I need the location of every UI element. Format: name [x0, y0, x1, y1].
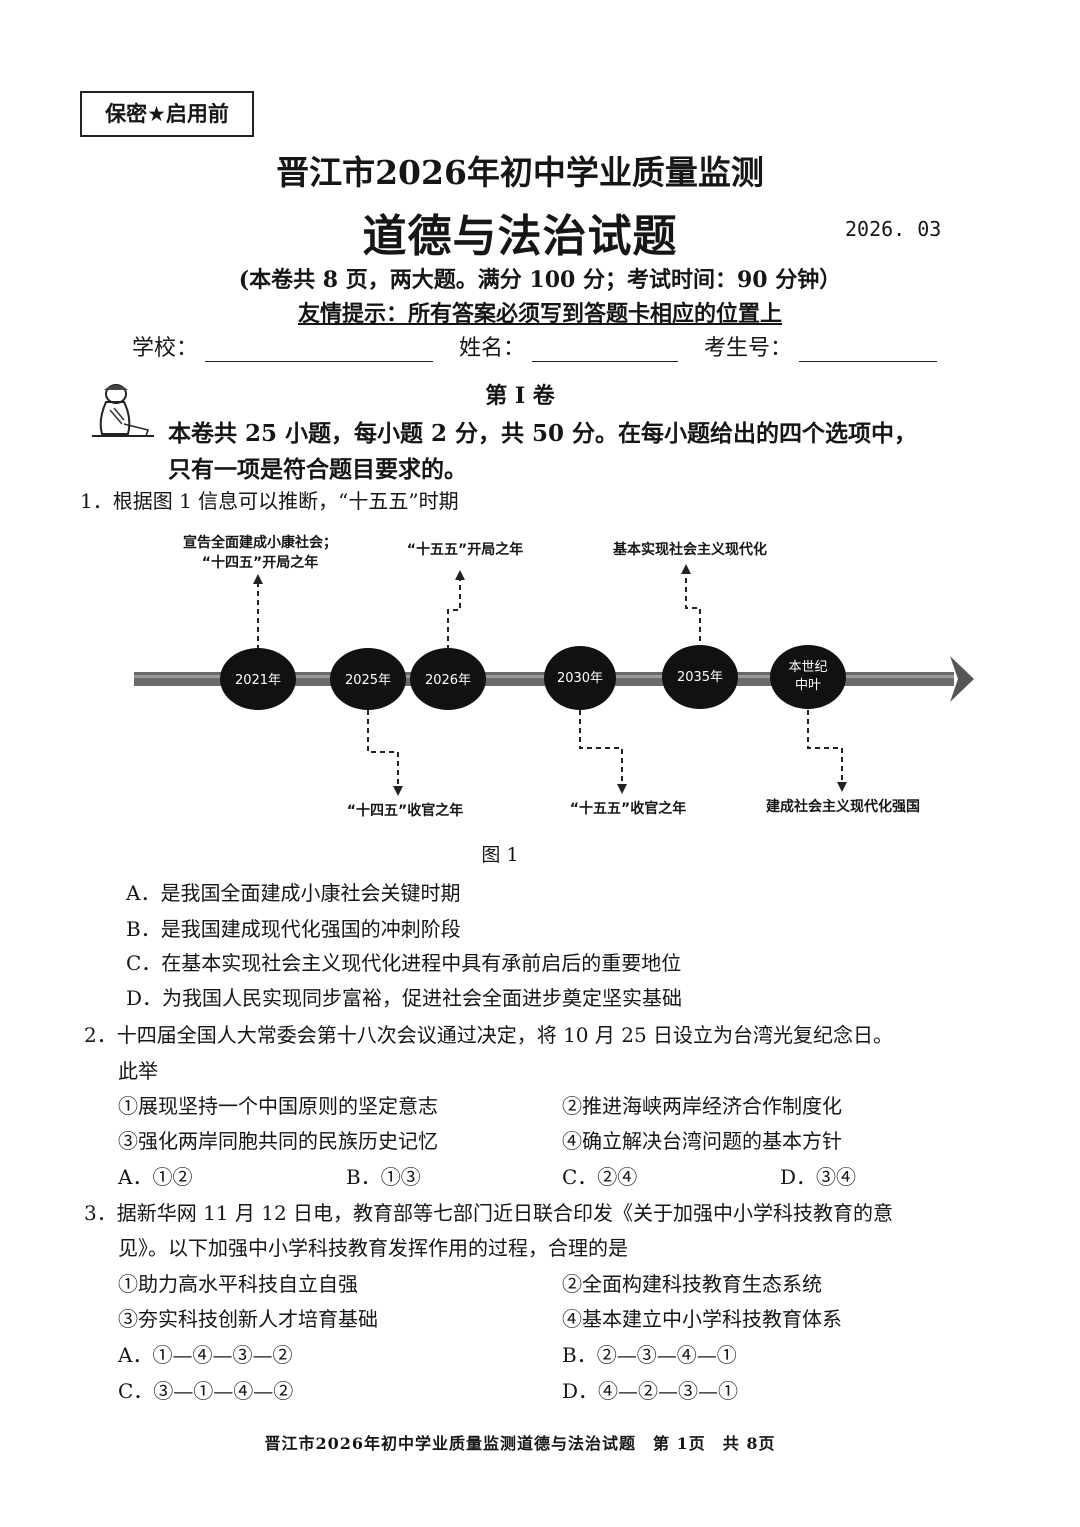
q2-option-b[interactable]: B．①③ [346, 1165, 421, 1189]
q3-option-c[interactable]: C．③—①—④—② [118, 1379, 294, 1403]
friendly-tip-text: 友情提示：所有答案必须写到答题卡相应的位置上 [297, 301, 782, 327]
q1-option-a[interactable]: A．是我国全面建成小康社会关键时期 [126, 881, 461, 905]
node-mid-century [770, 645, 846, 709]
q2-item-3: ③强化两岸同胞共同的民族历史记忆 [118, 1129, 438, 1153]
node-label-2026: 2026年 [425, 673, 471, 688]
q1-option-d[interactable]: D．为我国人民实现同步富裕，促进社会全面进步奠定坚实基础 [126, 986, 683, 1010]
q2-option-d[interactable]: D．③④ [780, 1165, 857, 1189]
reader-illustration-icon [92, 384, 154, 437]
q2-option-a[interactable]: A．①② [118, 1165, 193, 1189]
timeline-label-2030: “十五五”收官之年 [569, 801, 687, 817]
q2-item-4: ④确立解决台湾问题的基本方针 [562, 1129, 842, 1153]
timeline-label-2025: “十四五”收官之年 [346, 803, 464, 819]
timeline-label-2021-line1: 宣告全面建成小康社会； [183, 535, 337, 551]
section-heading: 第 I 卷 [485, 383, 555, 409]
q3-item-2: ②全面构建科技教育生态系统 [562, 1272, 822, 1296]
exam-info: (本卷共 8 页，两大题。满分 100 分；考试时间：90 分钟） [238, 267, 842, 293]
node-2030 [544, 646, 616, 710]
figure-caption: 图 1 [481, 844, 519, 866]
school-field[interactable] [205, 339, 434, 362]
q3-option-a[interactable]: A．①—④—③—② [118, 1343, 293, 1367]
question-2-stem-line1: 2．十四届全国人大常委会第十八次会议通过决定，将 10 月 25 日设立为台湾光… [84, 1023, 894, 1047]
timeline-label-2026: “十五五”开局之年 [406, 542, 524, 558]
node-2035 [662, 645, 738, 709]
question-3-stem-line1: 3．据新华网 11 月 12 日电，教育部等七部门近日联合印发《关于加强中小学科… [84, 1201, 894, 1225]
node-label-2025: 2025年 [345, 673, 391, 688]
timeline-label-2021: 宣告全面建成小康社会； “十四五”开局之年 [150, 532, 370, 572]
exam-no-label: 考生号： [704, 336, 793, 361]
node-2026 [410, 648, 486, 710]
section-intro-line2: 只有一项是符合题目要求的。 [168, 456, 467, 483]
node-2021 [220, 648, 296, 710]
q1-option-c[interactable]: C．在基本实现社会主义现代化进程中具有承前启后的重要地位 [126, 951, 682, 975]
q3-item-3: ③夯实科技创新人才培育基础 [118, 1307, 378, 1331]
q1-option-b[interactable]: B．是我国建成现代化强国的冲刺阶段 [126, 917, 461, 941]
question-2-stem-line2: 此举 [118, 1059, 158, 1083]
q2-item-1: ①展现坚持一个中国原则的坚定意志 [118, 1094, 438, 1118]
exam-title: 晋江市2026年初中学业质量监测 [276, 153, 764, 192]
subject-title: 道德与法治试题 [362, 211, 678, 262]
node-label-2021: 2021年 [235, 673, 281, 688]
node-label-mid-century-1: 本世纪 [788, 660, 827, 675]
question-1-stem: 1．根据图 1 信息可以推断，“十五五”时期 [80, 489, 459, 513]
timeline-label-2035: 基本实现社会主义现代化 [613, 542, 767, 558]
student-fields: 学校： 姓名： 考生号： [132, 330, 938, 362]
node-2025 [330, 648, 406, 710]
timeline-label-mid-century: 建成社会主义现代化强国 [766, 799, 920, 815]
q2-option-c[interactable]: C．②④ [562, 1165, 638, 1189]
node-label-mid-century-2: 中叶 [795, 678, 821, 693]
page-footer: 晋江市2026年初中学业质量监测道德与法治试题 第 1页 共 8页 [264, 1434, 776, 1453]
q3-item-1: ①助力高水平科技自立自强 [118, 1272, 358, 1296]
node-label-2035: 2035年 [677, 670, 723, 685]
node-label-2030: 2030年 [557, 671, 603, 686]
q3-item-4: ④基本建立中小学科技教育体系 [562, 1307, 842, 1331]
q2-item-2: ②推进海峡两岸经济合作制度化 [562, 1094, 842, 1118]
timeline-figure: 2021年 2025年 2026年 2030年 2035年 本世纪 中叶 [134, 564, 974, 796]
timeline-arrowhead [950, 656, 974, 702]
q3-option-d[interactable]: D．④—②—③—① [562, 1379, 739, 1403]
exam-no-field[interactable] [799, 339, 938, 362]
name-field[interactable] [532, 339, 679, 362]
section-intro-line1: 本卷共 25 小题，每小题 2 分，共 50 分。在每小题给出的四个选项中， [168, 420, 918, 447]
exam-date: 2026. 03 [845, 217, 942, 241]
timeline-label-2021-line2: “十四五”开局之年 [201, 555, 319, 571]
friendly-tip: 友情提示：所有答案必须写到答题卡相应的位置上 [0, 296, 1080, 328]
timeline-nodes: 2021年 2025年 2026年 2030年 2035年 本世纪 中叶 [220, 645, 846, 710]
section-intro: 本卷共 25 小题，每小题 2 分，共 50 分。在每小题给出的四个选项中， 只… [168, 416, 917, 488]
confidential-box: 保密★启用前 [80, 91, 254, 137]
q3-option-b[interactable]: B．②—③—④—① [562, 1343, 737, 1367]
name-label: 姓名： [459, 336, 526, 361]
question-3-stem-line2: 见》。以下加强中小学科技教育发挥作用的过程，合理的是 [118, 1236, 628, 1260]
school-label: 学校： [132, 336, 199, 361]
